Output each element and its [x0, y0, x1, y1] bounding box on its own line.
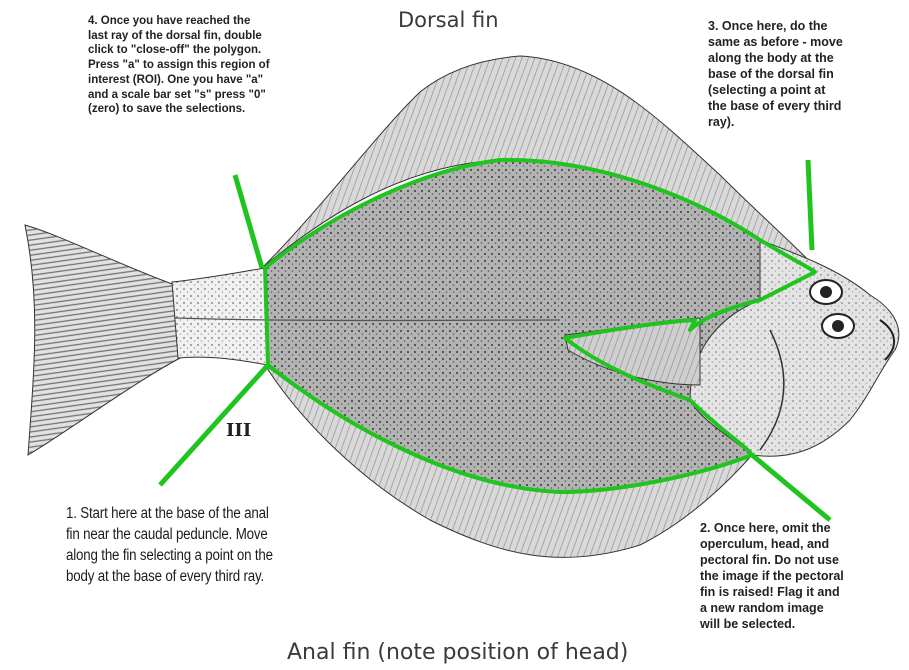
note-step-2-line: operculum, head, and — [700, 536, 905, 552]
note-step-3-line: same as before - move — [708, 34, 898, 50]
note-step-1-line: body at the base of every third ray. — [66, 566, 298, 587]
pointer-line-step2 — [752, 455, 830, 520]
note-step-4-line: (zero) to save the selections. — [88, 102, 328, 117]
note-step-2-line: fin is raised! Flag it and — [700, 584, 905, 600]
note-step-2-line: the image if the pectoral — [700, 568, 905, 584]
note-step-2-line: 2. Once here, omit the — [700, 520, 905, 536]
note-step-2-line: a new random image — [700, 600, 905, 616]
note-step-2-line: pectoral fin. Do not use — [700, 552, 905, 568]
note-step-3-line: base of the dorsal fin — [708, 66, 898, 82]
note-step-3-line: 3. Once here, do the — [708, 18, 898, 34]
note-step-3-line: ray). — [708, 114, 898, 130]
note-step-3-line: along the body at the — [708, 50, 898, 66]
note-step-4-line: last ray of the dorsal fin, double — [88, 29, 328, 44]
anal-fin-title: Anal fin (note position of head) — [287, 640, 628, 665]
margin-mark: III — [226, 420, 251, 441]
note-step-4-line: Press "a" to assign this region of — [88, 58, 328, 73]
note-step-2: 2. Once here, omit the operculum, head, … — [700, 520, 905, 632]
note-step-1: 1. Start here at the base of the anal fi… — [66, 503, 298, 587]
note-step-2-line: will be selected. — [700, 616, 905, 632]
note-step-4-line: interest (ROI). One you have "a" — [88, 73, 328, 88]
note-step-3: 3. Once here, do the same as before - mo… — [708, 18, 898, 130]
dorsal-fin-title: Dorsal fin — [398, 8, 499, 32]
note-step-1-line: along the fin selecting a point on the — [66, 545, 298, 566]
pointer-line-step4 — [235, 175, 262, 268]
note-step-1-line: fin near the caudal peduncle. Move — [66, 524, 298, 545]
note-step-4: 4. Once you have reached the last ray of… — [88, 14, 328, 117]
pointer-line-step1 — [160, 365, 268, 485]
note-step-3-line: (selecting a point at — [708, 82, 898, 98]
note-step-4-line: 4. Once you have reached the — [88, 14, 328, 29]
note-step-4-line: and a scale bar set "s" press "0" — [88, 88, 328, 103]
note-step-1-line: 1. Start here at the base of the anal — [66, 503, 298, 524]
note-step-3-line: the base of every third — [708, 98, 898, 114]
pointer-line-step3 — [808, 160, 812, 250]
note-step-4-line: click to "close-off" the polygon. — [88, 43, 328, 58]
